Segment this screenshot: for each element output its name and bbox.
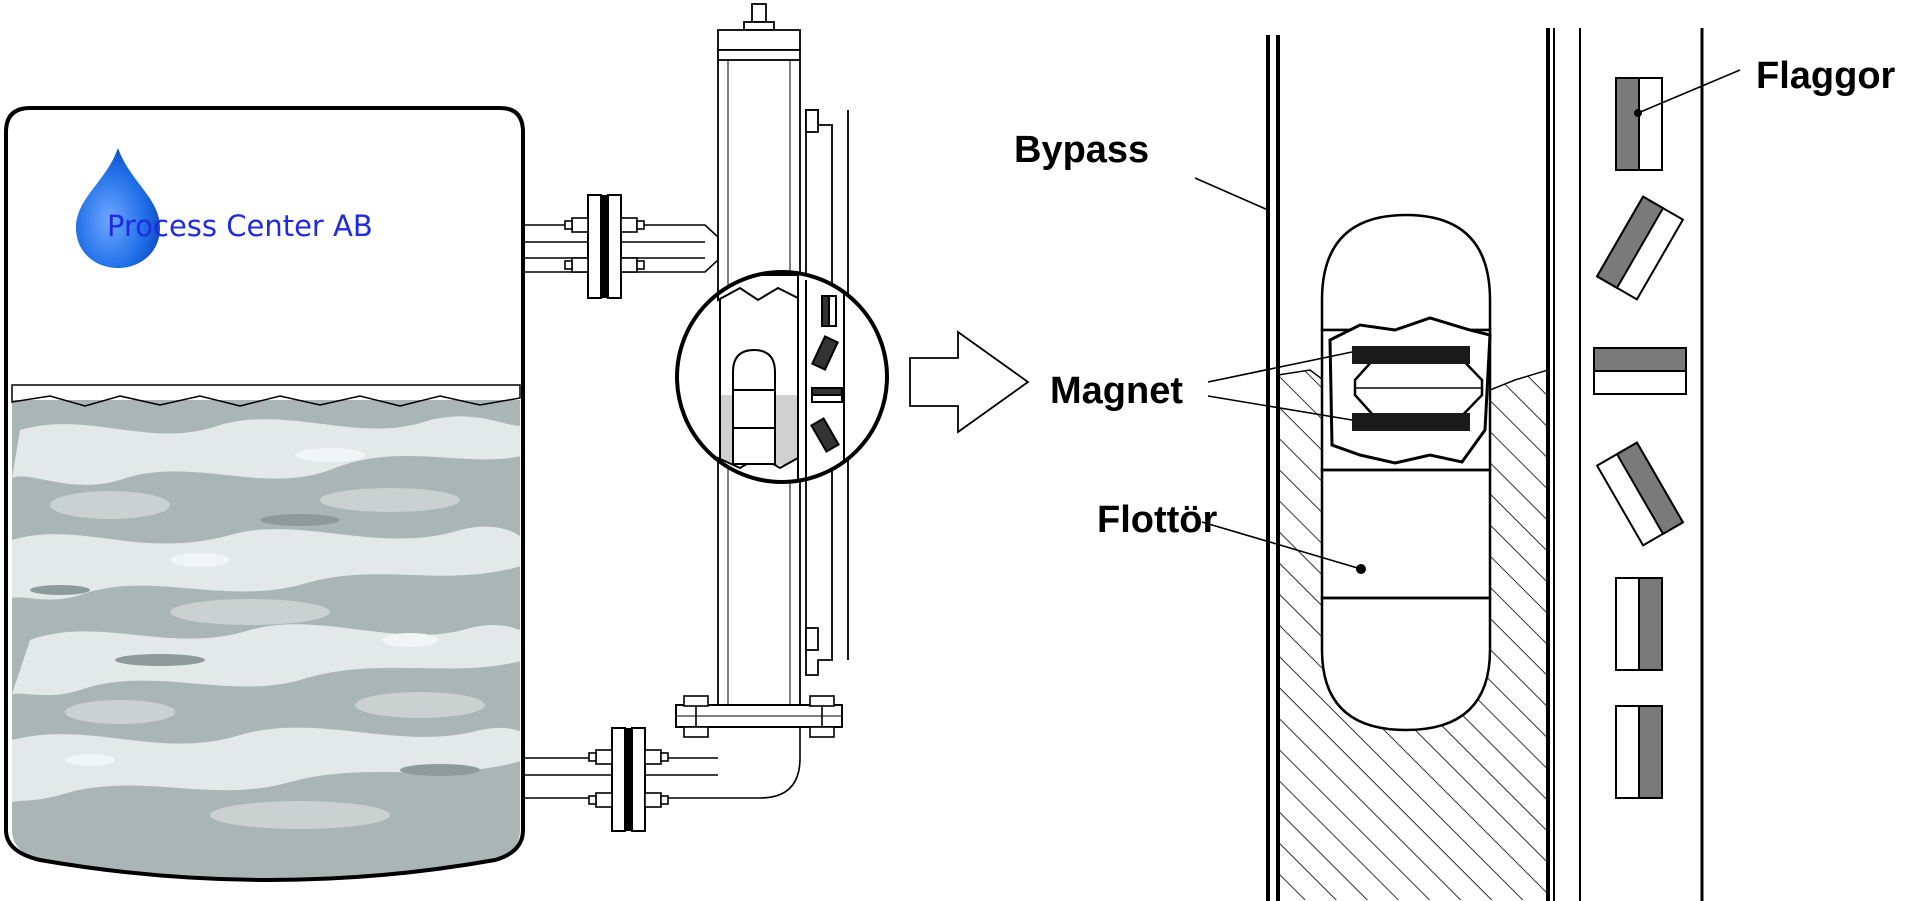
label-float: Flottör (1097, 499, 1218, 541)
float (1320, 213, 1492, 732)
upper-flange (564, 194, 645, 299)
magnifier-circle (675, 270, 889, 484)
label-bypass: Bypass (1014, 129, 1149, 171)
zoom-arrow-icon (909, 330, 1030, 434)
label-flags: Flaggor (1756, 55, 1896, 97)
magnet-lower (1352, 413, 1470, 431)
lower-flange (588, 727, 669, 832)
flag-6 (1615, 705, 1663, 799)
label-magnet: Magnet (1050, 370, 1183, 412)
flag-3 (1593, 347, 1687, 395)
water-drop-icon (76, 148, 160, 268)
tank (4, 106, 525, 882)
flag-2 (1595, 195, 1685, 301)
liquid (12, 400, 520, 880)
company-logo: Process Center AB (76, 148, 373, 268)
flag-indicators (1593, 77, 1687, 799)
leader-lines (1194, 69, 1741, 570)
company-name: Process Center AB (107, 209, 373, 243)
flag-4 (1595, 441, 1685, 547)
enlarged-view: Bypass Magnet Flottör Flaggor (1014, 28, 1896, 901)
flag-1 (1615, 77, 1663, 171)
magnet-upper (1352, 346, 1470, 364)
flag-5 (1615, 577, 1663, 671)
bottom-plate-bolts (683, 695, 835, 738)
